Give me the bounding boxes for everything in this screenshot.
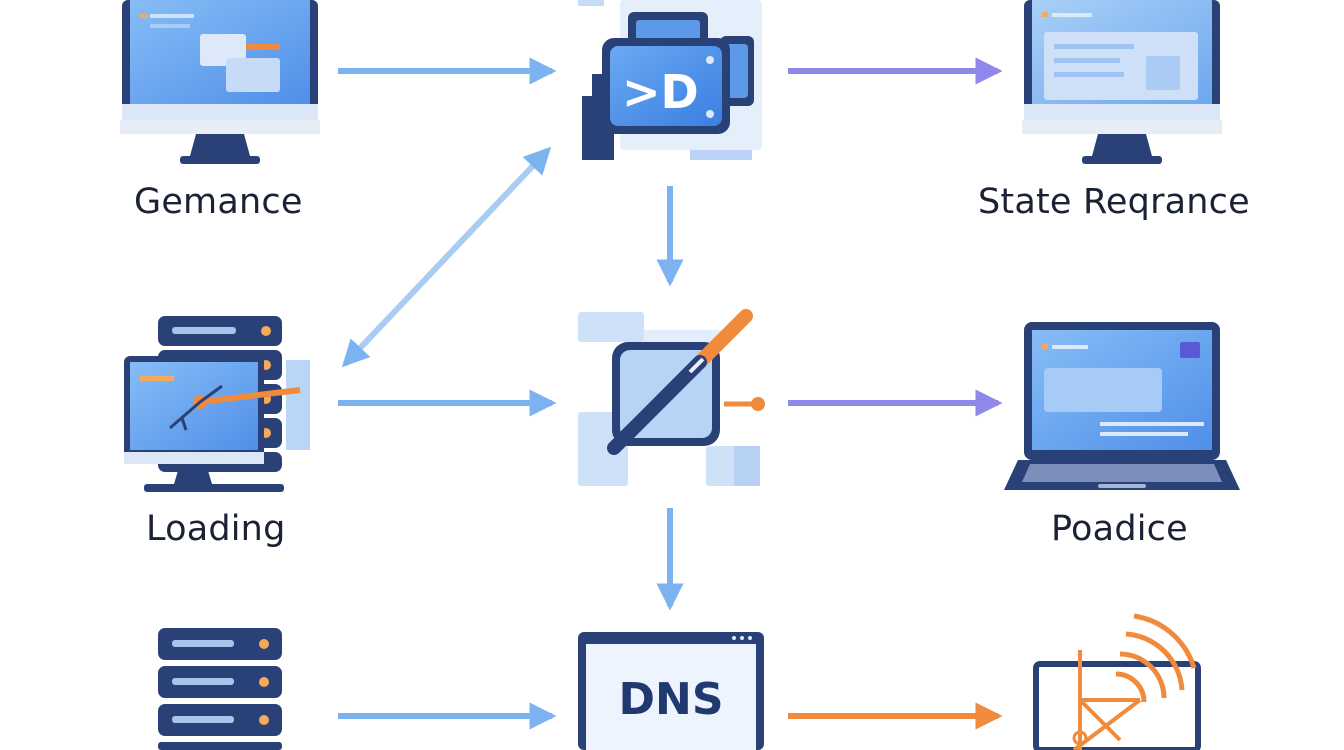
dns-window-icon: DNS (578, 632, 764, 750)
server-rack-icon (158, 628, 282, 750)
server-monitor-icon (124, 316, 310, 492)
edge-docker-loading-bidirectional (341, 146, 552, 368)
docker-glyph: >D (622, 65, 699, 119)
node-label-state-reqrance: State Reqrance (978, 182, 1250, 222)
desktop-monitor-icon (1022, 0, 1222, 164)
node-label-gemance: Gemance (134, 182, 303, 222)
laptop-icon (1004, 322, 1240, 490)
container-module-icon: >D (578, 0, 762, 160)
node-label-poadice: Poadice (1051, 509, 1188, 549)
desktop-monitor-icon (120, 0, 320, 164)
node-label-loading: Loading (146, 509, 286, 549)
pen-edit-icon (578, 309, 765, 486)
dns-label: DNS (618, 674, 723, 725)
wifi-signal-icon (1033, 613, 1201, 750)
